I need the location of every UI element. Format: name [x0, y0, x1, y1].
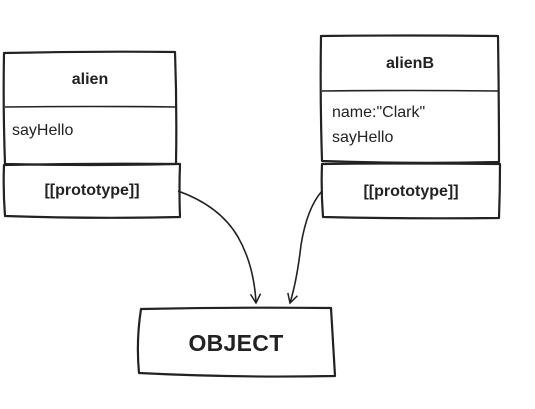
alienB-member-name: name:"Clark" [332, 104, 426, 121]
alienB-divider [321, 89, 499, 92]
alienB-member-sayhello: sayHello [332, 129, 394, 146]
alienB-prototype-box [320, 162, 502, 220]
alien-divider [4, 105, 177, 108]
alien-title: alien [71, 71, 109, 88]
alienB-prototype-label: [[prototype]] [363, 183, 459, 200]
alien-box [2, 50, 178, 167]
alienB-box [319, 34, 501, 164]
alien-to-object-arrow [177, 190, 262, 305]
alienB-title: alienB [385, 55, 434, 72]
alien-prototype-box [2, 162, 182, 219]
alien-prototype-label: [[prototype]] [44, 182, 140, 199]
object-label: OBJECT [188, 330, 284, 356]
alienB-to-object-arrow [287, 190, 323, 305]
object-box [136, 306, 337, 378]
alien-member-sayhello: sayHello [12, 122, 74, 139]
